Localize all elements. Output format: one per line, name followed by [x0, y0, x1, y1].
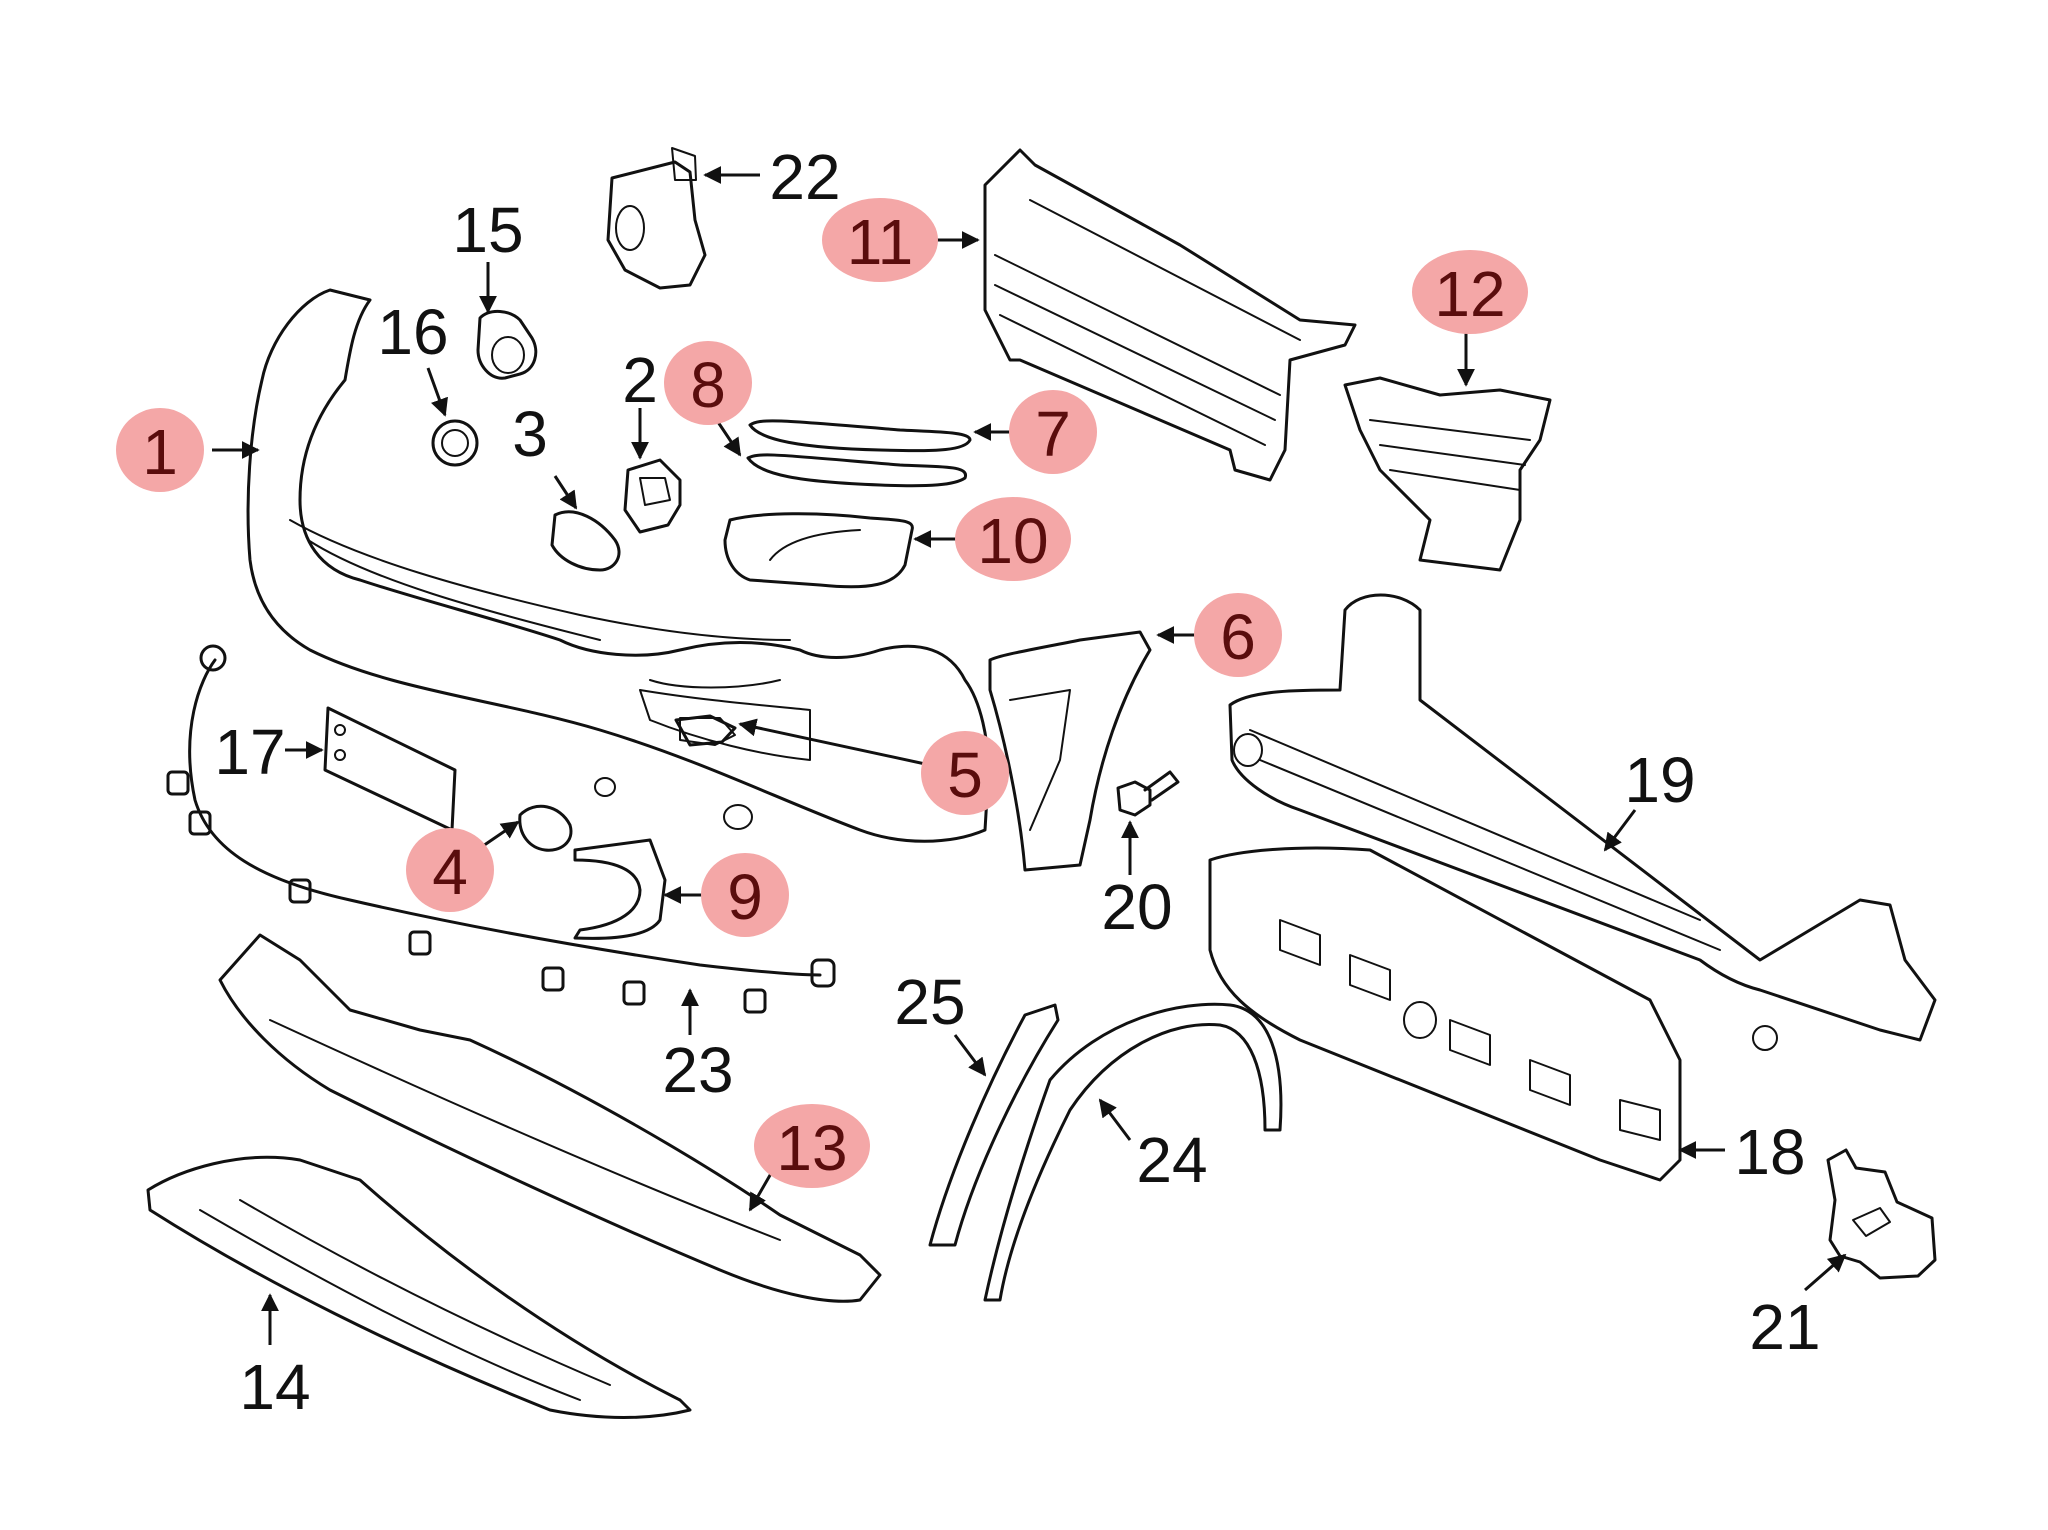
- callout-11: 11: [822, 198, 938, 282]
- callout-number: 16: [377, 296, 448, 368]
- part-wheel-arch-moulding: [983, 1002, 1283, 1302]
- callout-number: 9: [727, 861, 763, 933]
- part-splash-shield: [146, 1155, 692, 1419]
- callout-number: 2: [622, 344, 658, 416]
- callout-highlight: [406, 828, 494, 912]
- callout-number: 23: [662, 1034, 733, 1106]
- part-sensor-ring: [431, 419, 479, 467]
- callout-number: 24: [1136, 1124, 1207, 1196]
- callout-number: 22: [769, 141, 840, 213]
- part-energy-absorber: [1208, 846, 1682, 1182]
- callout-number: 4: [432, 836, 468, 908]
- callout-10: 10: [955, 497, 1071, 581]
- part-bolt: [1116, 770, 1180, 817]
- part-trim-strips: [746, 419, 972, 488]
- part-bumper-cover: [246, 288, 990, 843]
- callout-highlight: [955, 497, 1071, 581]
- leader-19: [1603, 809, 1637, 852]
- callout-highlight: [116, 408, 204, 492]
- leader-lines: [212, 166, 1847, 1345]
- part-lower-spoiler: [218, 933, 882, 1303]
- callout-24: 24: [1136, 1124, 1207, 1196]
- callout-number: 3: [512, 398, 548, 470]
- callout-7: 7: [1009, 390, 1097, 474]
- callout-25: 25: [894, 966, 965, 1038]
- part-arch-trim: [928, 1003, 1060, 1247]
- callout-highlight: [921, 731, 1009, 815]
- part-license-bracket: [323, 706, 457, 832]
- callout-number: 25: [894, 966, 965, 1038]
- callout-number: 18: [1734, 1116, 1805, 1188]
- callout-13: 13: [754, 1104, 870, 1188]
- callout-number: 5: [947, 739, 983, 811]
- callout-labels: 1234567891011121314151617181920212223242…: [116, 141, 1821, 1423]
- callout-number: 19: [1624, 744, 1695, 816]
- callout-number: 1: [142, 416, 178, 488]
- callout-number: 6: [1220, 601, 1256, 673]
- callout-4: 4: [406, 828, 494, 912]
- callout-number: 8: [690, 349, 726, 421]
- callout-6: 6: [1194, 593, 1282, 677]
- callout-highlight: [664, 341, 752, 425]
- callout-number: 17: [214, 716, 285, 788]
- leader-21: [1804, 1253, 1847, 1292]
- callout-number: 14: [239, 1351, 310, 1423]
- callout-2: 2: [622, 344, 658, 416]
- callout-15: 15: [452, 194, 523, 266]
- callout-1: 1: [116, 408, 204, 492]
- callout-number: 21: [1749, 1291, 1820, 1363]
- callout-3: 3: [512, 398, 548, 470]
- callout-22: 22: [769, 141, 840, 213]
- callout-21: 21: [1749, 1291, 1820, 1363]
- part-tow-eye-cover: [518, 804, 573, 852]
- callout-number: 10: [977, 505, 1048, 577]
- leader-24: [1098, 1098, 1132, 1141]
- part-camera-bracket: [606, 147, 707, 290]
- part-side-grille: [1343, 376, 1552, 572]
- callout-14: 14: [239, 1351, 310, 1423]
- part-wire-harness: [166, 644, 836, 1014]
- part-mount-bracket: [1826, 1148, 1937, 1280]
- callout-number: 11: [847, 206, 913, 278]
- callout-highlight: [1009, 390, 1097, 474]
- callout-number: 12: [1434, 258, 1505, 330]
- callout-number: 20: [1101, 871, 1172, 943]
- leader-5: [738, 718, 931, 767]
- callout-highlight: [822, 198, 938, 282]
- leader-13: [748, 1169, 775, 1212]
- callout-number: 13: [776, 1112, 847, 1184]
- callout-highlight: [754, 1104, 870, 1188]
- leader-4: [479, 820, 520, 850]
- part-side-bracket: [988, 630, 1152, 872]
- callout-23: 23: [662, 1034, 733, 1106]
- callout-highlight: [1412, 250, 1528, 334]
- callout-20: 20: [1101, 871, 1172, 943]
- callout-5: 5: [921, 731, 1009, 815]
- callout-number: 15: [452, 194, 523, 266]
- part-sensor-bracket: [623, 458, 682, 534]
- part-tow-hook-cap: [550, 510, 621, 572]
- part-reinforcement-bar: [1228, 593, 1937, 1051]
- callout-16: 16: [377, 296, 448, 368]
- callout-17: 17: [214, 716, 285, 788]
- leader-3: [553, 475, 578, 510]
- part-lamp-housing-trim: [723, 512, 914, 589]
- callout-8: 8: [664, 341, 752, 425]
- part-insert: [674, 714, 737, 747]
- callout-9: 9: [701, 853, 789, 937]
- callout-18: 18: [1734, 1116, 1805, 1188]
- part-park-sensor: [476, 310, 538, 380]
- callout-highlight: [1194, 593, 1282, 677]
- leader-16: [426, 367, 448, 417]
- callout-12: 12: [1412, 250, 1528, 334]
- callout-number: 7: [1035, 398, 1071, 470]
- leader-25: [953, 1034, 987, 1077]
- part-fog-lamp-bezel: [573, 838, 667, 940]
- part-grille: [983, 148, 1357, 482]
- callout-19: 19: [1624, 744, 1695, 816]
- callout-highlight: [701, 853, 789, 937]
